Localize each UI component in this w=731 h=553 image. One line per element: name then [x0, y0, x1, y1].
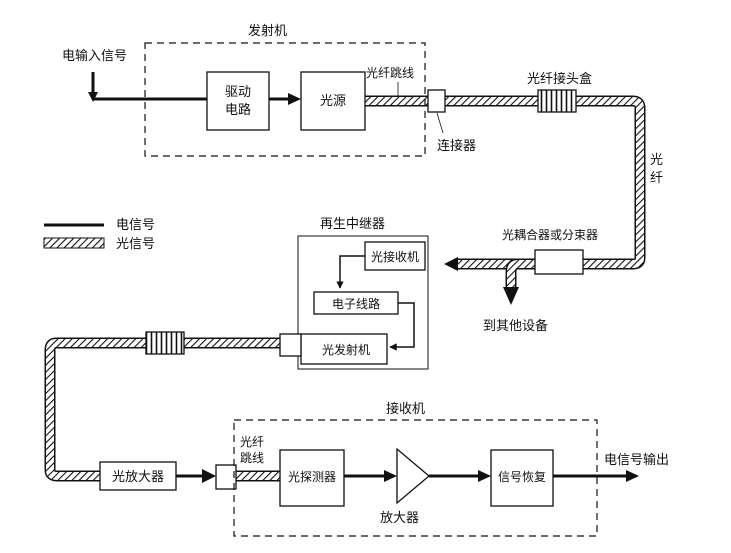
- repeater-title: 再生中继器: [320, 217, 385, 232]
- repeater-output-port: [279, 333, 302, 357]
- input-signal-label: 电输入信号: [62, 48, 127, 64]
- electrical-arrowhead-source: [288, 93, 301, 105]
- repeater-receiver-label: 光接收机: [371, 249, 419, 264]
- repeater-transmitter-box: [300, 333, 388, 365]
- repeater-electronics-label: 电子线路: [332, 296, 380, 311]
- legend-optical-label: 光信号: [116, 237, 155, 252]
- legend: 电信号 光信号: [43, 218, 155, 252]
- amp-to-connector-arrowhead: [202, 469, 216, 483]
- photodetector-label: 光探测器: [288, 470, 336, 484]
- input-signal-arrowhead: [88, 92, 98, 102]
- optical-amplifier-box: [99, 461, 177, 491]
- receiver-boundary: [233, 419, 598, 537]
- driver-circuit-label-1: 驱动: [225, 85, 251, 100]
- coupler-branch-arrowhead: [503, 287, 519, 305]
- fiber-label-2: 纤: [650, 171, 663, 186]
- amp-to-recovery-arrowhead: [478, 470, 491, 482]
- repeater-flow-electronics-to-tx: [389, 302, 415, 351]
- photodetector-box: [279, 449, 345, 507]
- receiver-patch-cord-label-2: 跳线: [240, 451, 264, 465]
- repeater-transmitter-label: 光发射机: [322, 342, 370, 357]
- signal-recovery-box: [490, 449, 554, 507]
- driver-circuit-box: [206, 71, 270, 131]
- amplifier-triangle: [396, 447, 431, 505]
- output-signal-arrowhead: [626, 470, 639, 482]
- fiber-label-1: 光: [650, 153, 663, 168]
- transmitter-title: 发射机: [248, 23, 287, 39]
- legend-optical-swatch: [43, 237, 105, 249]
- patch-cord-label: 光纤跳线: [366, 66, 414, 80]
- amplifier-label: 放大器: [380, 511, 419, 526]
- optical-amplifier-label: 光放大器: [112, 470, 164, 485]
- repeater-flow-rx-to-electronics: [336, 255, 365, 289]
- connector-leader: [436, 112, 444, 134]
- signal-recovery-label: 信号恢复: [498, 470, 546, 484]
- coupler-label: 光耦合器或分束器: [502, 227, 598, 242]
- coupler-box: [534, 249, 584, 275]
- optical-fiber-path: [44, 95, 646, 482]
- output-signal-label: 电信号输出: [604, 452, 669, 468]
- legend-electrical-label: 电信号: [116, 218, 155, 233]
- lower-splice-box: [145, 331, 185, 355]
- other-equipment-label: 到其他设备: [483, 318, 548, 334]
- light-source-label: 光源: [320, 94, 346, 109]
- connector-box: [427, 89, 446, 113]
- detector-to-amp-arrowhead: [384, 470, 397, 482]
- optical-arrowhead-repeater: [444, 257, 458, 271]
- splice-box: [537, 89, 577, 113]
- transmitter-boundary: [144, 42, 426, 157]
- receiver-patch-cord-label-1: 光纤: [240, 435, 264, 449]
- receiver-connector-box: [215, 464, 237, 490]
- driver-circuit-label-2: 电路: [225, 102, 251, 118]
- light-source-box: [300, 71, 366, 131]
- connector-label: 连接器: [437, 138, 476, 154]
- receiver-title: 接收机: [386, 401, 425, 417]
- splice-box-label: 光纤接头盒: [527, 71, 592, 87]
